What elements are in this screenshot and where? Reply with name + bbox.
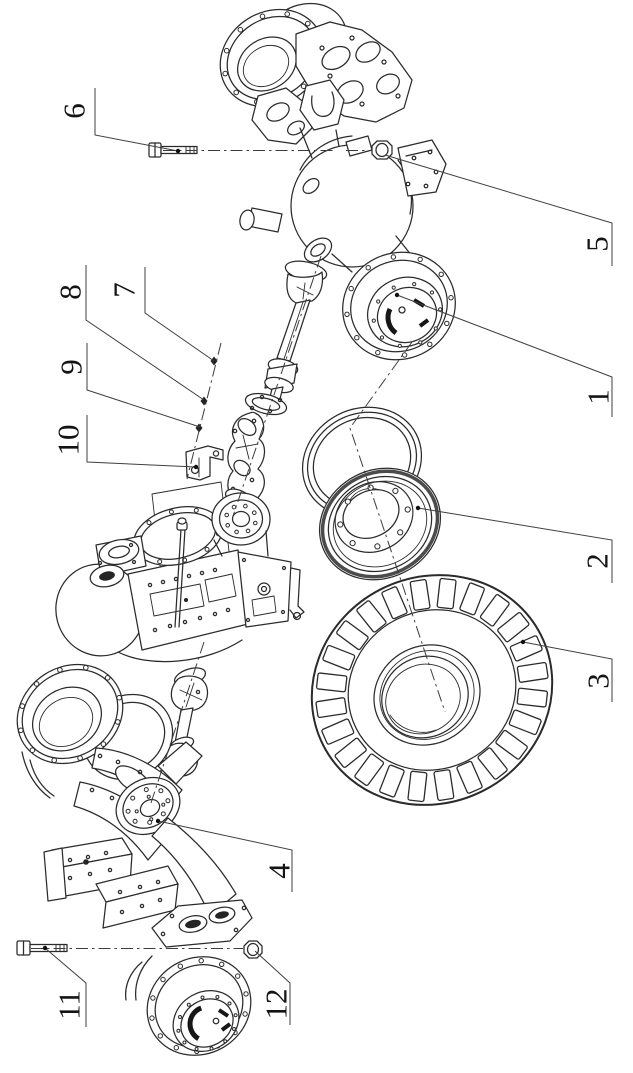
callout-12-label: 12 [259,989,294,1020]
callout-6-label: 6 [57,103,92,119]
transmission-assembly [55,481,305,663]
rear-driveline-centerline [149,641,205,807]
callout-4-label: 4 [262,863,297,879]
rear-wheel-hub [146,956,252,1056]
wheel-rim-part-2 [301,406,442,581]
callout-12: 12 [254,950,294,1025]
callout-9: 9 [54,343,201,428]
callout-10-label: 10 [51,425,86,456]
front-axle-nut-part-5 [371,140,393,160]
callout-6: 6 [57,88,181,154]
frame-rails [43,837,179,929]
callout-3-label: 3 [581,673,616,689]
callout-4: 4 [155,818,297,892]
tire-part-3 [310,574,554,806]
callout-3: 3 [520,639,616,702]
callout-7: 7 [107,267,215,362]
callout-2-label: 2 [580,553,615,569]
callout-5-label: 5 [580,236,615,252]
callout-7-label: 7 [107,282,142,298]
driveshaft-centerline [232,255,322,517]
rear-drive-axle-part-4 [16,663,253,1056]
wheel-centerline [349,341,446,713]
front-drive-shaft [224,260,328,506]
front-drive-axle [219,2,456,361]
callout-8-label: 8 [53,284,88,300]
small-fasteners-7-8-9 [195,356,218,433]
callout-1-label: 1 [581,389,616,405]
callout-9-label: 9 [54,359,89,375]
callout-1: 1 [394,292,616,417]
callouts: 1 2 3 4 5 6 7 [42,88,616,1027]
callout-8: 8 [53,265,205,401]
callout-2: 2 [415,505,615,583]
callout-10: 10 [51,415,199,470]
tire-tread [315,577,549,803]
support-bracket-part-10 [185,445,224,481]
callout-11: 11 [42,945,87,1027]
fastener-centerline [186,342,222,480]
callout-5: 5 [384,154,615,266]
centerlines [31,150,446,949]
callout-11-label: 11 [52,990,87,1020]
